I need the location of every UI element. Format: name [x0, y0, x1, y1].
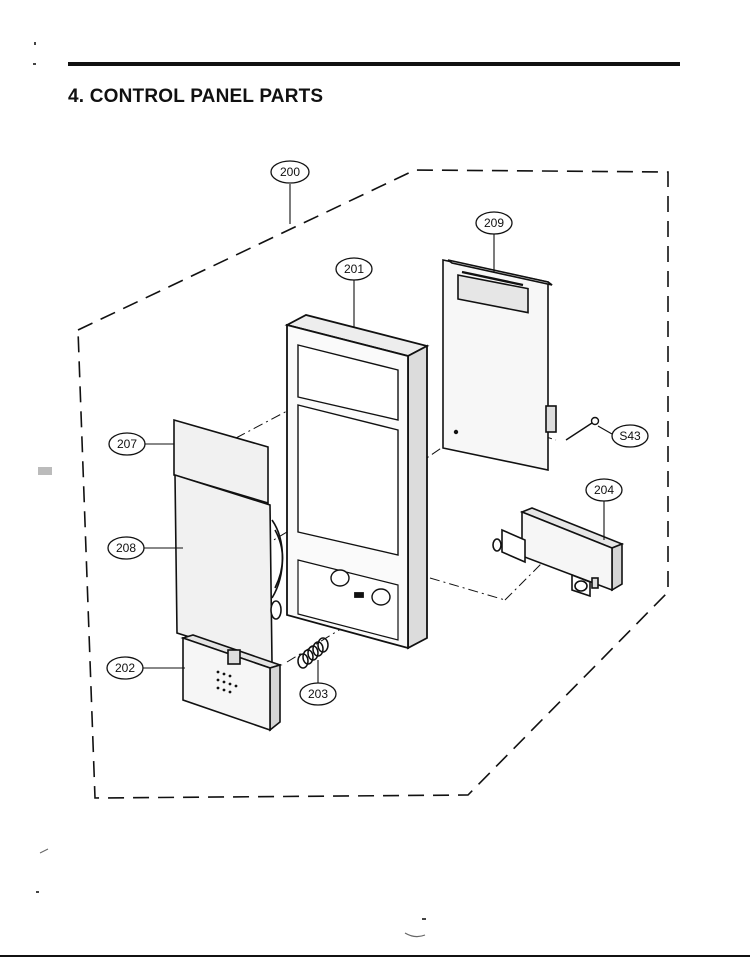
part-209-pcb	[442, 259, 557, 471]
callout-s43-label: S43	[619, 429, 641, 443]
scan-marks	[33, 42, 426, 938]
callout-207-label: 207	[117, 437, 137, 451]
callout-201-label: 201	[344, 262, 364, 276]
callout-s43: S43	[611, 424, 649, 448]
part-202-button	[180, 634, 283, 732]
callout-201: 201	[335, 257, 373, 281]
part-208-panel	[174, 473, 284, 665]
callout-204: 204	[585, 478, 623, 502]
callout-202: 202	[106, 656, 144, 680]
callout-209: 209	[475, 211, 513, 235]
part-s43-screw	[565, 416, 600, 441]
callout-202-label: 202	[115, 661, 135, 675]
part-201-frame	[284, 314, 430, 650]
callout-207: 207	[108, 432, 146, 456]
callout-204-label: 204	[594, 483, 614, 497]
callout-200: 200	[270, 160, 310, 184]
callout-208-label: 208	[116, 541, 136, 555]
callout-209-label: 209	[484, 216, 504, 230]
assembly-boundary	[77, 169, 669, 799]
page-title: 4. CONTROL PANEL PARTS	[68, 86, 324, 107]
callout-200-label: 200	[280, 165, 300, 179]
leader-lines	[143, 234, 613, 683]
part-203-spring	[297, 637, 329, 669]
callout-203: 203	[299, 682, 337, 706]
top-rule	[68, 62, 680, 66]
bottom-rule	[0, 955, 750, 957]
callout-208: 208	[107, 536, 145, 560]
callout-203-label: 203	[308, 687, 328, 701]
part-207-panel	[173, 418, 269, 505]
part-204-bracket	[492, 507, 625, 598]
